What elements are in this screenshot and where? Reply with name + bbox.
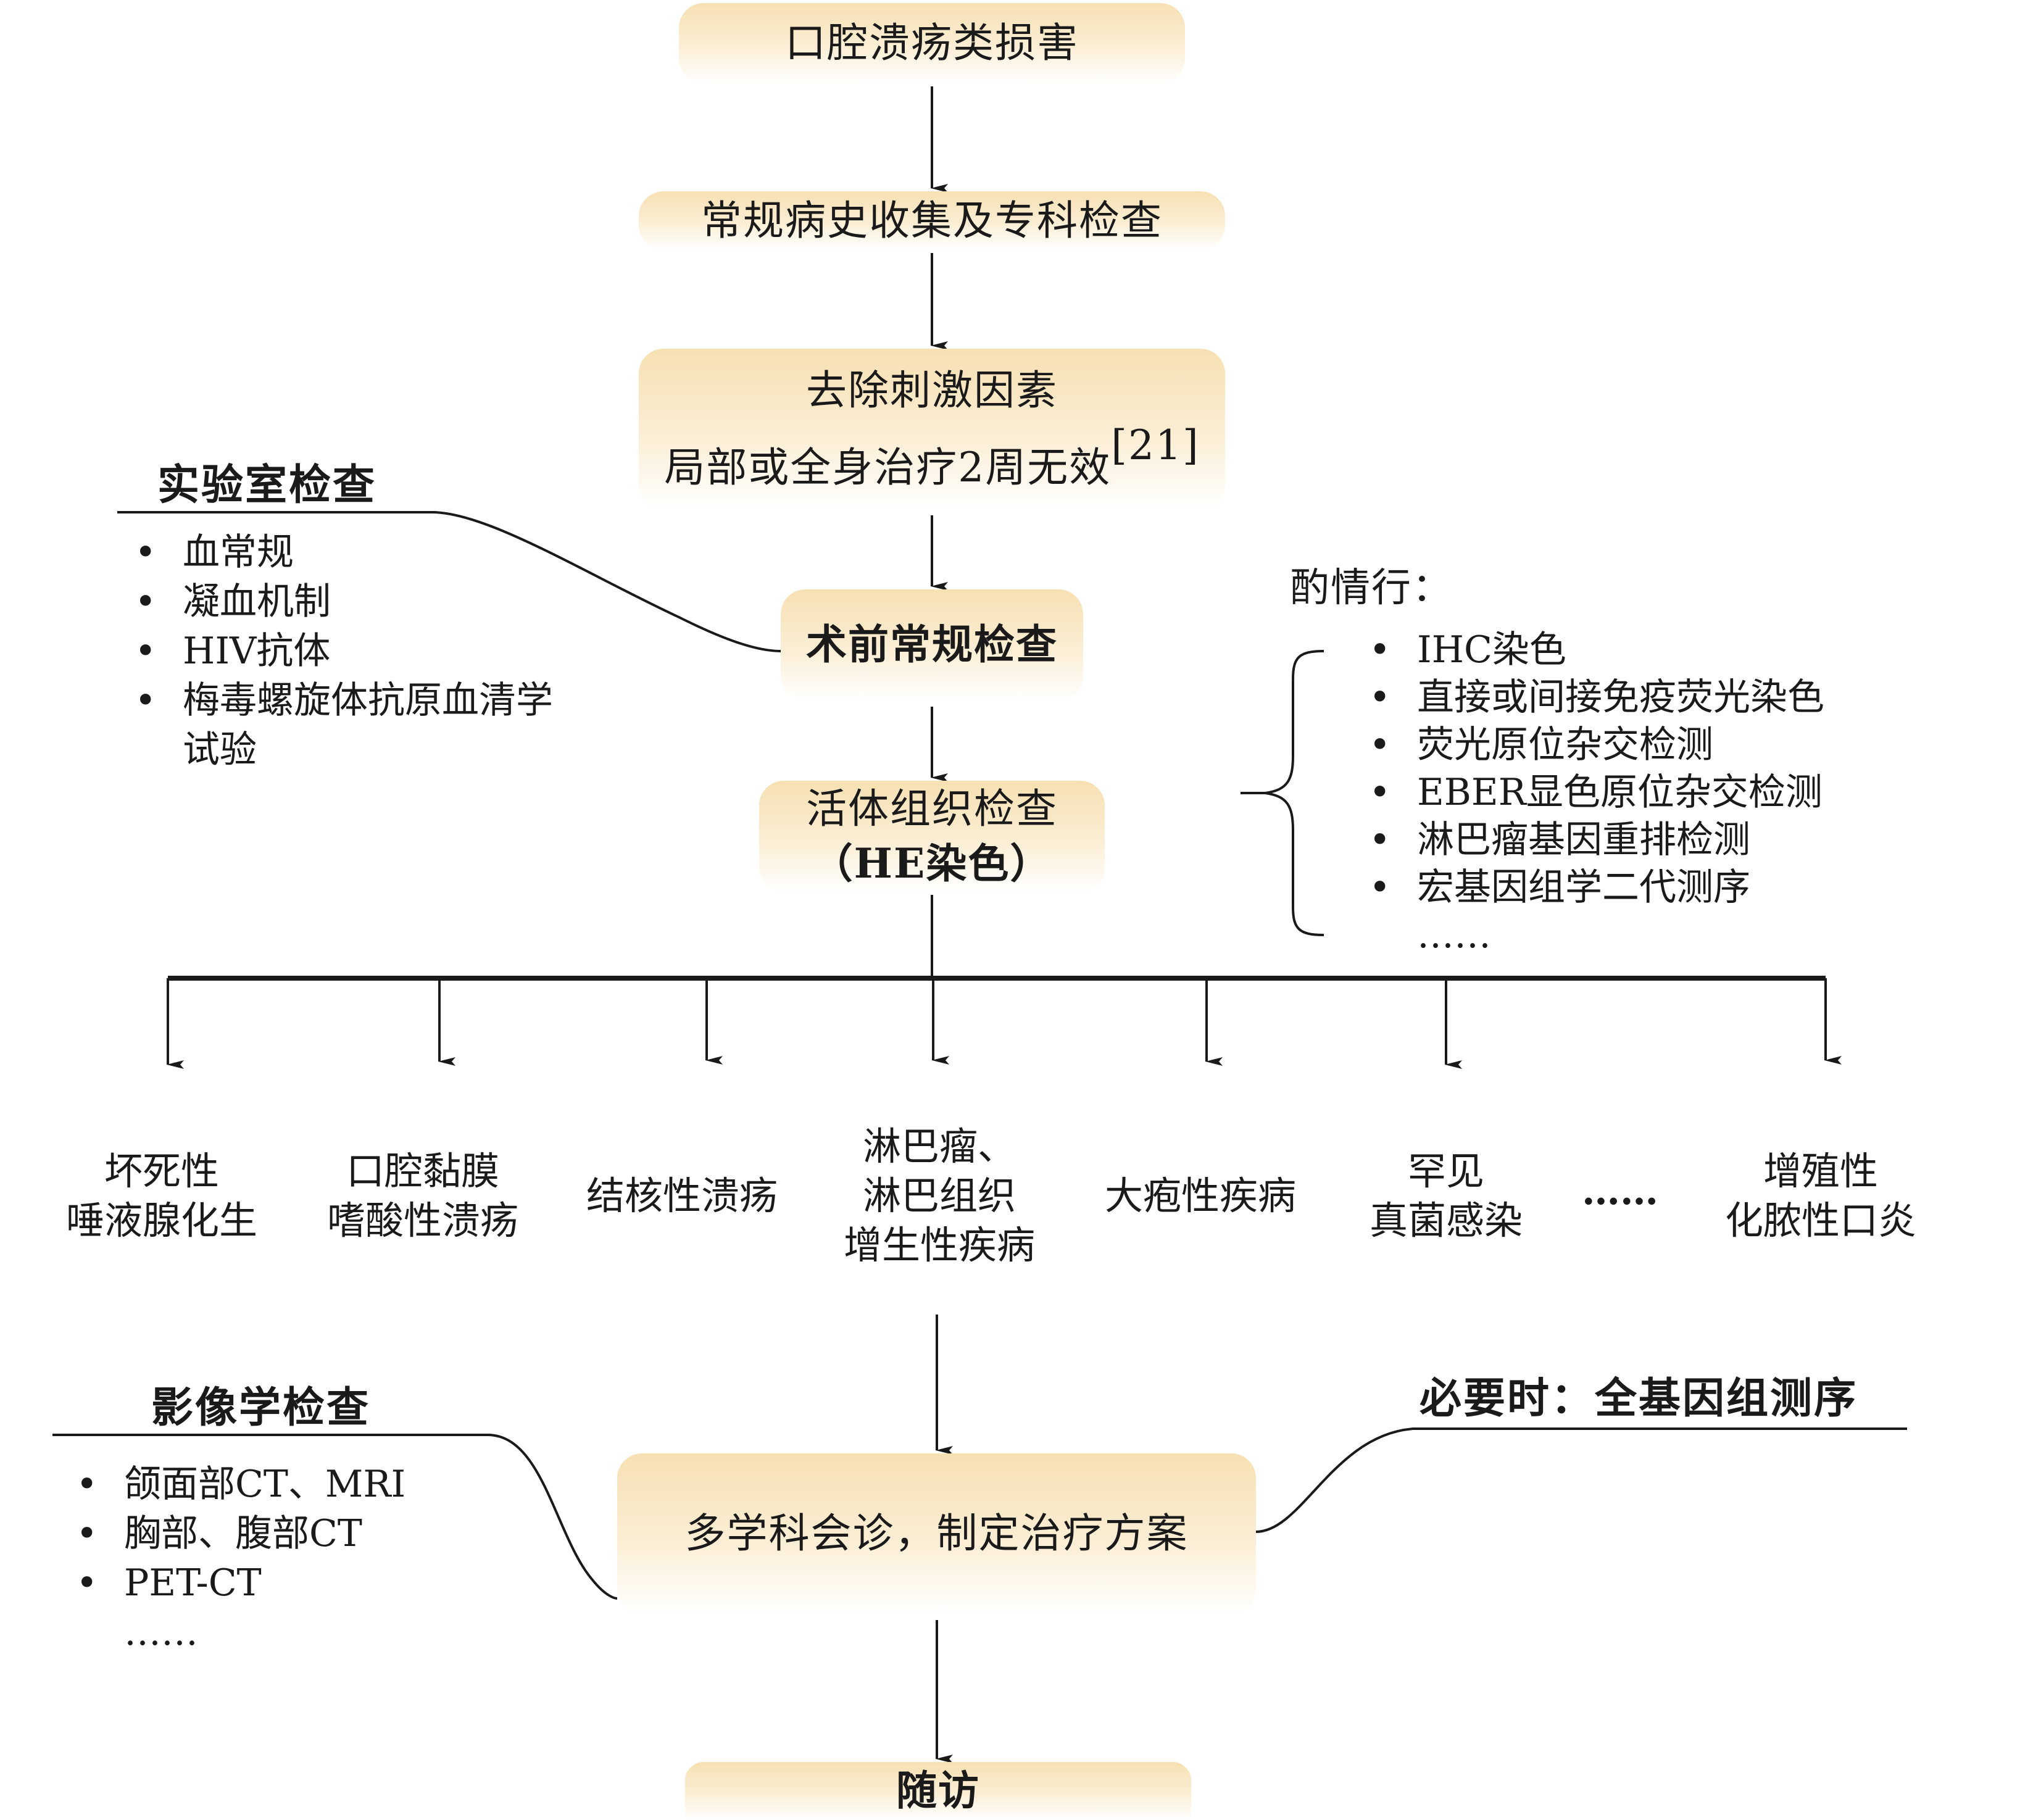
step-follow-up-label: 随访: [896, 1766, 980, 1815]
lab-test-item: 血常规: [123, 528, 553, 577]
step-preop-exam-label: 术前常规检查: [806, 620, 1058, 669]
step-preop-exam: 术前常规检查: [781, 589, 1083, 700]
lab-tests-list: 血常规 凝血机制 HIV抗体 梅毒螺旋体抗原血清学 试验: [123, 528, 553, 775]
step-biopsy-line1: 活体组织检查: [806, 784, 1058, 833]
diagnosis-line: 罕见: [1407, 1149, 1485, 1194]
diagnosis-line: 大疱性疾病: [1104, 1173, 1297, 1218]
step-biopsy-line2: （HE染色）: [812, 839, 1052, 887]
diagnosis-lymphoma: 淋巴瘤、 淋巴组织 增生性疾病: [844, 1122, 1035, 1270]
optional-test-item-ellipsis: ……: [1417, 913, 1491, 957]
genome-sequencing-heading: 必要时：全基因组测序: [1420, 1374, 1858, 1423]
diagnosis-line: 淋巴组织: [862, 1173, 1016, 1218]
reference-marker: [21]: [1111, 422, 1200, 469]
diagnosis-bullous-disease: 大疱性疾病: [1105, 1171, 1296, 1221]
lab-test-item-continued: 试验: [183, 728, 257, 771]
diagnosis-rare-fungal-infection: 罕见 真菌感染: [1370, 1147, 1523, 1245]
lab-tests-heading: 实验室检查: [157, 460, 377, 510]
imaging-heading: 影像学检查: [151, 1383, 371, 1432]
diagnosis-line: 增生性疾病: [843, 1223, 1036, 1268]
diagnosis-line: 嗜酸性溃疡: [326, 1198, 519, 1243]
optional-test-item: 直接或间接免疫荧光染色: [1358, 674, 1824, 721]
lab-test-item: 梅毒螺旋体抗原血清学: [123, 676, 553, 725]
imaging-list: 颌面部CT、MRI 胸部、腹部CT PET-CT ……: [65, 1460, 405, 1657]
step-biopsy: 活体组织检查 （HE染色）: [759, 781, 1105, 892]
step-history-exam: 常规病史收集及专科检查: [639, 191, 1225, 250]
step-remove-irritants-text: 局部或全身治疗2周无效: [664, 444, 1112, 491]
diagnosis-line: 坏死性: [104, 1149, 220, 1194]
lab-test-item: HIV抗体: [123, 626, 553, 676]
optional-tests-list: IHC染色 直接或间接免疫荧光染色 荧光原位杂交检测 EBER显色原位杂交检测 …: [1358, 626, 1824, 959]
step-remove-irritants: 去除刺激因素 局部或全身治疗2周无效[21]: [639, 349, 1225, 509]
step-remove-irritants-line1: 去除刺激因素: [806, 366, 1058, 414]
diagnosis-pyostomatitis-vegetans: 增殖性 化脓性口炎: [1725, 1147, 1916, 1245]
diagnosis-line: 化脓性口炎: [1724, 1198, 1917, 1243]
imaging-connector: [52, 1434, 618, 1600]
diagnosis-eosinophilic-ulcer: 口腔黏膜 嗜酸性溃疡: [327, 1147, 518, 1245]
lab-test-item: 凝血机制: [123, 577, 553, 626]
imaging-item: 胸部、腹部CT: [65, 1509, 405, 1558]
diagnosis-line: ……: [1582, 1168, 1658, 1213]
imaging-item: PET-CT: [65, 1558, 405, 1608]
optional-test-item: EBER显色原位杂交检测: [1358, 769, 1824, 817]
imaging-item-ellipsis: ……: [124, 1611, 198, 1654]
diagnosis-line: 真菌感染: [1369, 1198, 1523, 1243]
optional-test-item: IHC染色: [1358, 626, 1824, 674]
diagnosis-line: 唾液腺化生: [65, 1198, 258, 1243]
step-oral-ulcer-lesion-label: 口腔溃疡类损害: [785, 19, 1079, 67]
diagnosis-line: 增殖性: [1763, 1149, 1879, 1194]
optional-test-item: 荧光原位杂交检测: [1358, 721, 1824, 769]
diagnosis-line: 结核性溃疡: [586, 1173, 778, 1218]
step-follow-up: 随访: [685, 1762, 1191, 1820]
brace: [1241, 650, 1324, 936]
optional-test-item: 淋巴瘤基因重排检测: [1358, 817, 1824, 864]
step-history-exam-label: 常规病史收集及专科检查: [701, 196, 1163, 244]
lab-tests-connector: [117, 511, 781, 652]
diagnosis-line: 口腔黏膜: [346, 1149, 500, 1194]
optional-tests-heading: 酌情行：: [1290, 565, 1453, 611]
step-remove-irritants-line2: 局部或全身治疗2周无效[21]: [664, 418, 1199, 495]
step-oral-ulcer-lesion: 口腔溃疡类损害: [679, 3, 1185, 83]
imaging-item: 颌面部CT、MRI: [65, 1460, 405, 1509]
step-mdt-label: 多学科会诊，制定治疗方案: [684, 1510, 1189, 1558]
diagnosis-necrotizing-sialometaplasia: 坏死性 唾液腺化生: [66, 1147, 257, 1245]
diagnosis-tuberculous-ulcer: 结核性溃疡: [586, 1171, 778, 1221]
optional-test-item: 宏基因组学二代测序: [1358, 864, 1824, 912]
diagnosis-line: 淋巴瘤、: [862, 1124, 1016, 1169]
step-mdt: 多学科会诊，制定治疗方案: [617, 1453, 1256, 1614]
diagnosis-ellipsis: ……: [1582, 1166, 1658, 1216]
genome-connector: [1255, 1427, 1907, 1533]
